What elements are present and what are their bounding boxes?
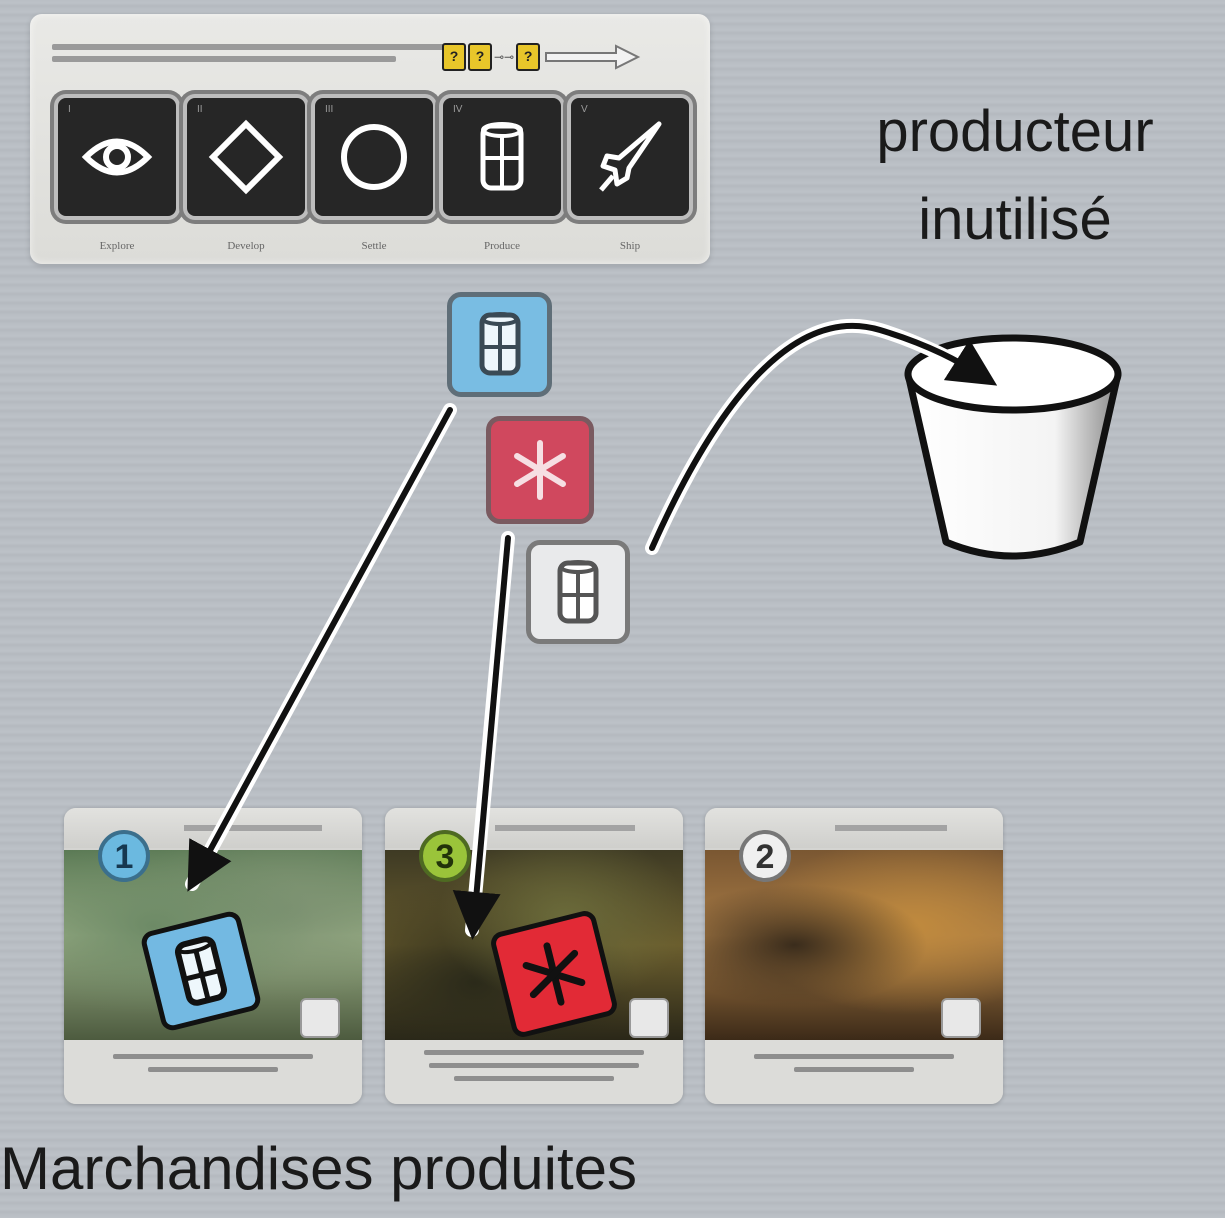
barrel-icon xyxy=(480,122,524,191)
arrow-white-to-bucket xyxy=(649,322,998,551)
phase-numeral: II xyxy=(197,104,203,115)
yellow-die-icon: ? xyxy=(468,43,492,71)
phase-label-develop: Develop xyxy=(227,240,265,252)
yellow-die-icon: ? xyxy=(442,43,466,71)
phase-numeral: IV xyxy=(453,104,463,115)
card-cost-badge: 1 xyxy=(98,830,150,882)
barrel-icon xyxy=(557,560,599,624)
bucket-icon xyxy=(904,334,1122,560)
placed-blue-die xyxy=(139,909,263,1033)
circle-icon xyxy=(341,124,407,190)
white-die[interactable] xyxy=(526,540,630,644)
card-cost-badge: 2 xyxy=(739,830,791,882)
phase-slot-explore: I xyxy=(58,98,176,216)
arrow-blue-to-card xyxy=(187,407,453,892)
barrel-icon xyxy=(479,312,521,376)
arrow-right-icon xyxy=(545,44,641,70)
asterisk-icon xyxy=(522,942,586,1006)
phase-numeral: I xyxy=(68,104,71,115)
phase-slot-ship: V xyxy=(571,98,689,216)
placed-red-die xyxy=(488,908,620,1040)
world-card-3[interactable]: 2 xyxy=(705,808,1003,1104)
phase-label-produce: Produce xyxy=(483,240,521,252)
eye-icon xyxy=(81,138,153,176)
phase-label-ship: Ship xyxy=(619,240,641,252)
goods-produced-label: Marchandises produites xyxy=(0,1135,638,1202)
card-text xyxy=(385,1040,683,1104)
phase-label-explore: Explore xyxy=(99,240,135,252)
phase-sequence: ? ? ⊸⊸ ? xyxy=(442,40,642,74)
blue-die[interactable] xyxy=(447,292,552,397)
phase-board-rules-text xyxy=(52,38,452,78)
phase-label-settle: Settle xyxy=(361,240,387,252)
link-icon: ⊸⊸ xyxy=(494,50,515,64)
red-die[interactable] xyxy=(486,416,594,524)
phase-numeral: V xyxy=(581,104,588,115)
phase-slot-settle: III xyxy=(315,98,433,216)
barrel-icon xyxy=(174,936,228,1006)
phase-slot-produce: IV xyxy=(443,98,561,216)
card-text xyxy=(64,1040,362,1104)
good-slot-icon xyxy=(300,998,340,1038)
card-text xyxy=(705,1040,1003,1104)
phase-numeral: III xyxy=(325,104,334,115)
diamond-icon xyxy=(208,119,284,195)
unused-producer-line1: producteur xyxy=(876,99,1154,164)
unused-producer-line2: inutilisé xyxy=(918,187,1112,252)
good-slot-icon xyxy=(629,998,669,1038)
unused-producer-label: producteur inutilisé xyxy=(820,88,1210,264)
good-slot-icon xyxy=(941,998,981,1038)
phase-board: ? ? ⊸⊸ ? I II III IV xyxy=(30,14,710,264)
world-card-2[interactable]: 3 xyxy=(385,808,683,1104)
phase-slot-develop: II xyxy=(187,98,305,216)
card-cost-badge: 3 xyxy=(419,830,471,882)
asterisk-icon xyxy=(514,440,566,500)
rocket-icon xyxy=(599,121,662,192)
arrow-red-to-card xyxy=(452,535,511,940)
yellow-die-icon: ? xyxy=(516,43,541,71)
card-title-bar xyxy=(705,808,1003,848)
